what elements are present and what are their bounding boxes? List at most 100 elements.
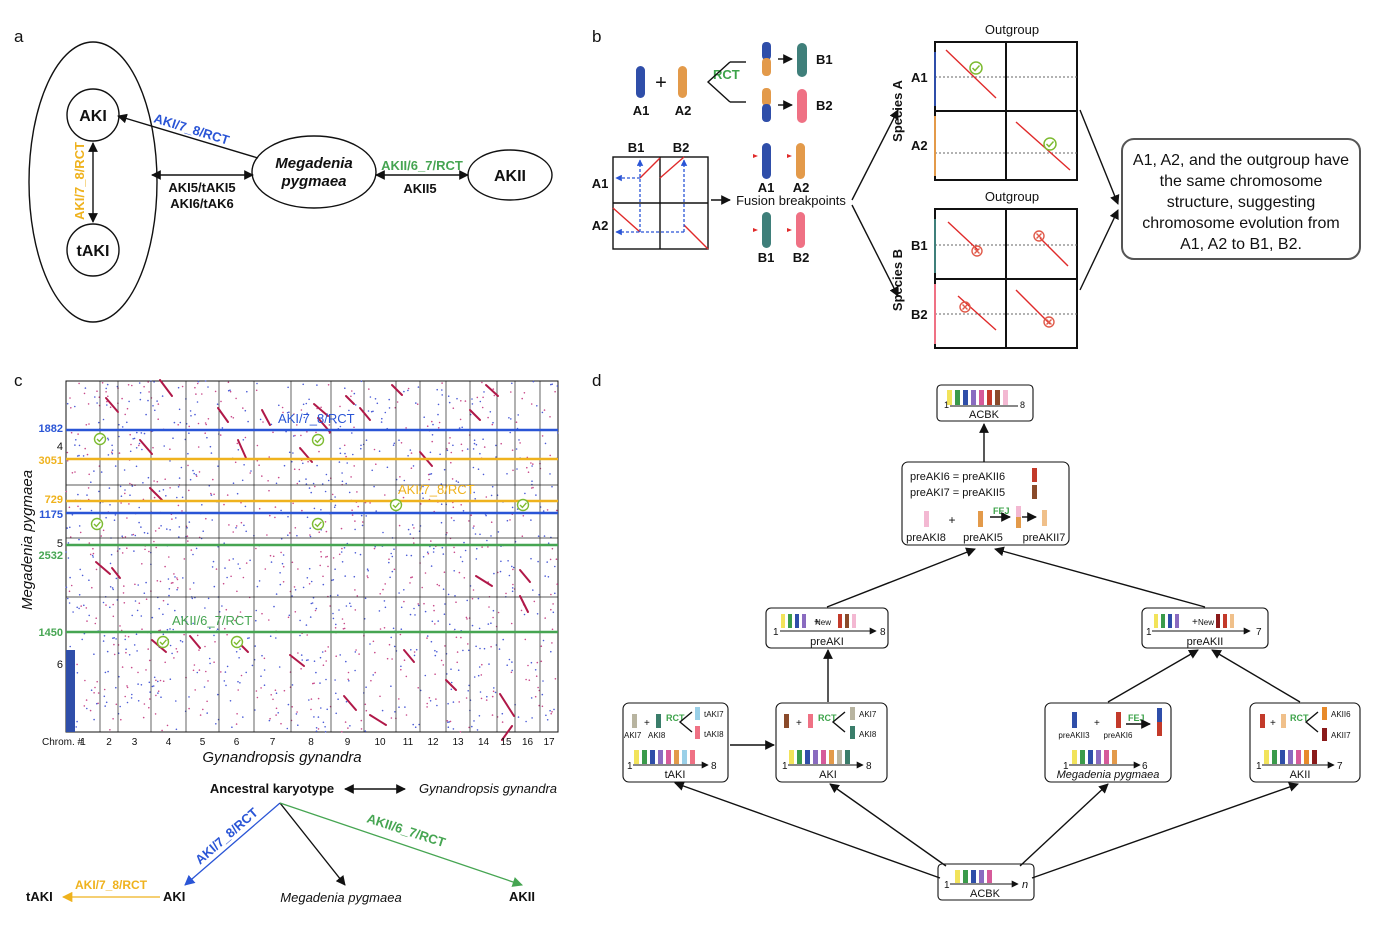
synteny-block <box>403 649 415 663</box>
dotplot-dot <box>114 514 117 516</box>
dotplot-dot <box>344 452 346 455</box>
dotplot-dot <box>543 409 546 411</box>
dotplot-dot <box>303 416 306 419</box>
dotplot-dot <box>405 675 408 678</box>
species-a-diag-2 <box>1015 121 1071 171</box>
dotplot-dot <box>403 659 406 661</box>
dotplot-dot <box>547 542 550 544</box>
dotplot-dot <box>415 402 417 404</box>
chromosome-block <box>1161 614 1165 628</box>
dotplot-dot <box>84 387 87 389</box>
dotplot-dot <box>541 705 544 708</box>
dotplot-dot <box>196 671 199 674</box>
rct-fork <box>706 61 731 103</box>
dotplot-dot <box>280 538 283 540</box>
meg-l2: preAKI6 <box>1104 731 1133 740</box>
dotplot-dot <box>115 703 118 706</box>
chromosome-block <box>666 750 671 764</box>
dotplot-dot <box>530 519 532 521</box>
dotplot-dot <box>206 700 208 703</box>
dotplot-dot <box>254 645 256 647</box>
dotplot-dot <box>449 437 451 439</box>
dotplot-dot <box>217 693 219 696</box>
dotplot-dot <box>195 473 197 476</box>
dotplot-dot <box>226 665 229 668</box>
dotplot-dot <box>201 393 203 395</box>
dotplot-dot <box>176 577 178 579</box>
dotplot-dot <box>343 622 346 625</box>
dotplot-dot <box>487 416 489 419</box>
dotplot-dot <box>316 464 318 467</box>
dotplot-dot <box>115 638 117 640</box>
dotplot-dot <box>543 535 546 537</box>
dotplot-dot <box>294 589 297 591</box>
shared-label-3: AKII5 <box>403 181 436 196</box>
dotplot-dot <box>237 563 239 565</box>
dotplot-dot <box>446 532 448 534</box>
dotplot-dot <box>366 575 369 577</box>
dotplot-dot <box>83 392 86 395</box>
dotplot-dot <box>453 570 456 572</box>
dotplot-dot <box>204 607 206 609</box>
dotplot-dot <box>275 707 278 710</box>
dotplot-dot <box>379 628 382 630</box>
dotplot-dot <box>348 680 350 682</box>
dotplot-dot <box>104 705 106 707</box>
chromosome-block <box>690 750 695 764</box>
dotplot-dot <box>261 654 263 657</box>
dotplot-dot <box>532 463 534 465</box>
dotplot-dot <box>91 554 94 557</box>
chromosome-block <box>955 390 960 405</box>
dotplot-dot <box>409 613 412 616</box>
preakii-new: New <box>1198 618 1214 627</box>
synteny-block <box>345 395 355 405</box>
dotplot-dot <box>169 678 172 680</box>
dotplot-dot <box>319 564 322 567</box>
dotplot-dot <box>287 515 289 518</box>
bp-label-a1: A1 <box>758 180 775 195</box>
dotplot-dot <box>478 627 481 630</box>
aki-label: AKI <box>819 769 837 781</box>
conclusion-line-3: structure, suggesting <box>1167 194 1316 211</box>
dotplot-dot <box>442 588 445 590</box>
dotplot-dot <box>523 613 526 616</box>
dotplot-dot <box>288 614 291 617</box>
dotplot-dot <box>109 606 111 609</box>
dotplot-dot <box>332 612 334 615</box>
dotplot-dot <box>490 645 492 648</box>
dotplot-dot <box>360 728 363 730</box>
conclusion-line-2: the same chromosome <box>1160 173 1323 190</box>
dotplot-dot <box>413 607 415 610</box>
label-b2-top: B2 <box>816 98 833 113</box>
dotplot-dot <box>389 576 391 579</box>
dotplot-dot <box>332 579 335 581</box>
dotplot-dot <box>76 720 78 723</box>
dotplot-dot <box>512 583 514 586</box>
dotplot-dot <box>555 558 558 560</box>
dotplot-dot <box>243 464 245 466</box>
dotplot-dot <box>551 628 554 631</box>
dotplot-dot <box>458 427 461 429</box>
dotplot-dot <box>388 407 391 409</box>
dotplot-dot <box>417 386 420 388</box>
dotplot-dot <box>472 527 475 529</box>
pre-label-akii7: preAKII7 <box>1023 532 1066 544</box>
akii-akii7-bar <box>1322 728 1327 741</box>
dotplot-dot <box>135 633 138 635</box>
dotplot-dot <box>164 478 166 481</box>
dotplot-dot <box>439 453 441 456</box>
dotplot-dot <box>436 388 439 391</box>
dotplot-dot <box>86 707 88 710</box>
dotplot-dot <box>135 447 138 449</box>
dotplot-dot <box>426 551 429 553</box>
dotplot-dot <box>167 603 169 606</box>
dotplot-dot <box>282 554 285 556</box>
check-icon <box>516 498 530 512</box>
x-tick-label: 2 <box>106 737 112 748</box>
dotplot-dot <box>215 723 217 725</box>
dotplot-dot <box>327 384 330 386</box>
dotplot-dot <box>325 473 328 476</box>
x-tick-label: 7 <box>270 737 276 748</box>
dotplot-dot <box>83 705 86 707</box>
